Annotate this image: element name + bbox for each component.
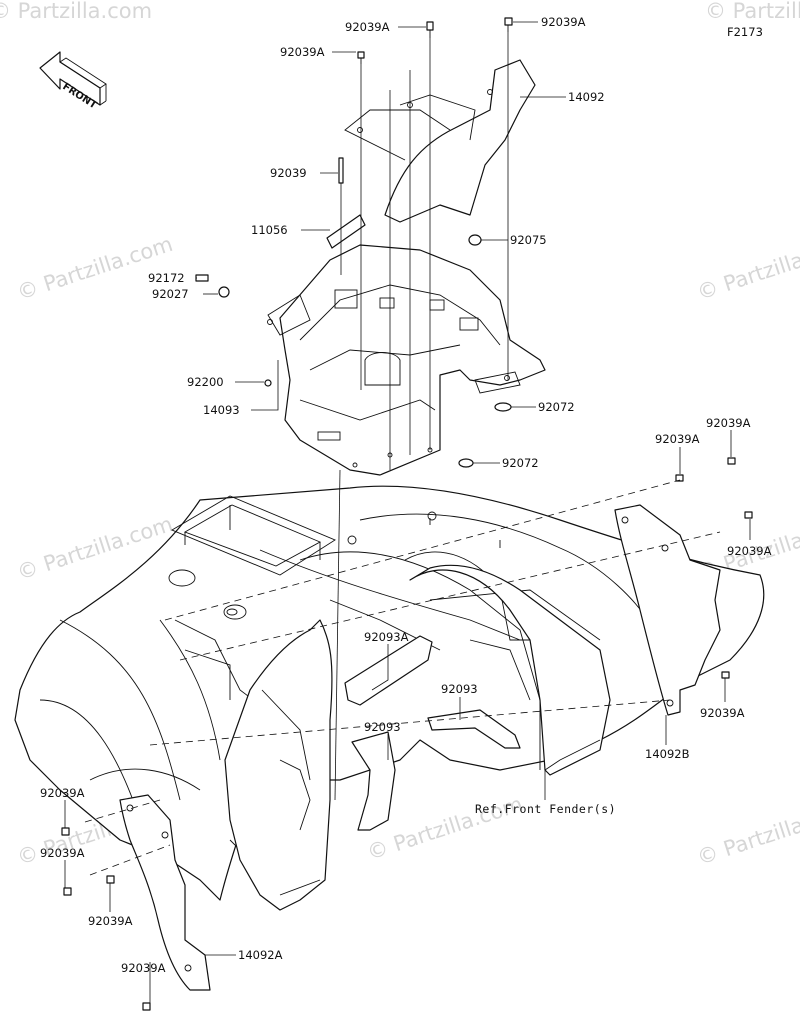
screw-icon [195,274,209,282]
figure-code: F2173 [727,25,763,39]
callout-label: 92093 [441,682,478,696]
small-parts [61,17,753,1011]
rear-fender [14,485,765,911]
callout-label: 92039A [700,706,745,720]
callout-label: 92039A [727,544,772,558]
callout-label: 92200 [187,375,224,389]
callout-label: 92075 [510,233,547,247]
pin-icon [338,157,344,184]
callout-label: 11056 [251,223,288,237]
callout-label: 92039A [40,786,85,800]
callout-label: 92039A [541,15,586,29]
bracket-icon [326,214,366,249]
seal-icon [427,709,521,749]
callout-label: 92039A [121,961,166,975]
callout-label: 92039A [40,846,85,860]
clamp-icon [494,402,512,412]
watermark: © Partzilla.com [694,797,800,870]
callouts: 92039A 92039A 92039A 14092 92039 11056 9… [40,15,772,975]
callout-label: 92039 [270,166,307,180]
callout-label: 92093 [364,720,401,734]
callout-label: 14092 [568,90,605,104]
mud-guard-14092b [614,504,721,716]
seal-icon [344,635,433,706]
callout-label: 14092B [645,747,690,761]
callout-label: 14092A [238,948,283,962]
seal-icon [351,731,396,831]
flap-14092 [344,59,536,223]
washer-icon [218,286,230,298]
clamp-icon [458,458,474,468]
washer-icon [264,379,272,387]
alignment-lines [84,32,721,876]
callout-label: 92172 [148,271,185,285]
callout-label: 92027 [152,287,189,301]
grommet-icon [468,234,482,246]
callout-label: 92093A [364,630,409,644]
mud-guard-14092a [119,794,211,991]
callout-label: 92039A [655,432,700,446]
callout-label: 92039A [88,914,133,928]
leader-lines [64,21,751,1010]
bolt-icon [357,17,513,64]
callout-label: 92039A [706,416,751,430]
callout-label: 92039A [280,45,325,59]
bolt-icon [675,457,753,679]
watermark: © Partzilla.com [0,0,152,23]
front-arrow-icon: FRONT [39,51,107,111]
reference-note: Ref.Front Fender(s) [475,802,616,816]
callout-label: 14093 [203,403,240,417]
callout-label: 92039A [345,20,390,34]
watermark: © Partzilla.com [694,232,800,305]
watermark: © Partzilla.com [705,0,800,23]
callout-label: 92072 [538,400,575,414]
inner-fender-14093 [267,244,546,476]
callout-label: 92072 [502,456,539,470]
